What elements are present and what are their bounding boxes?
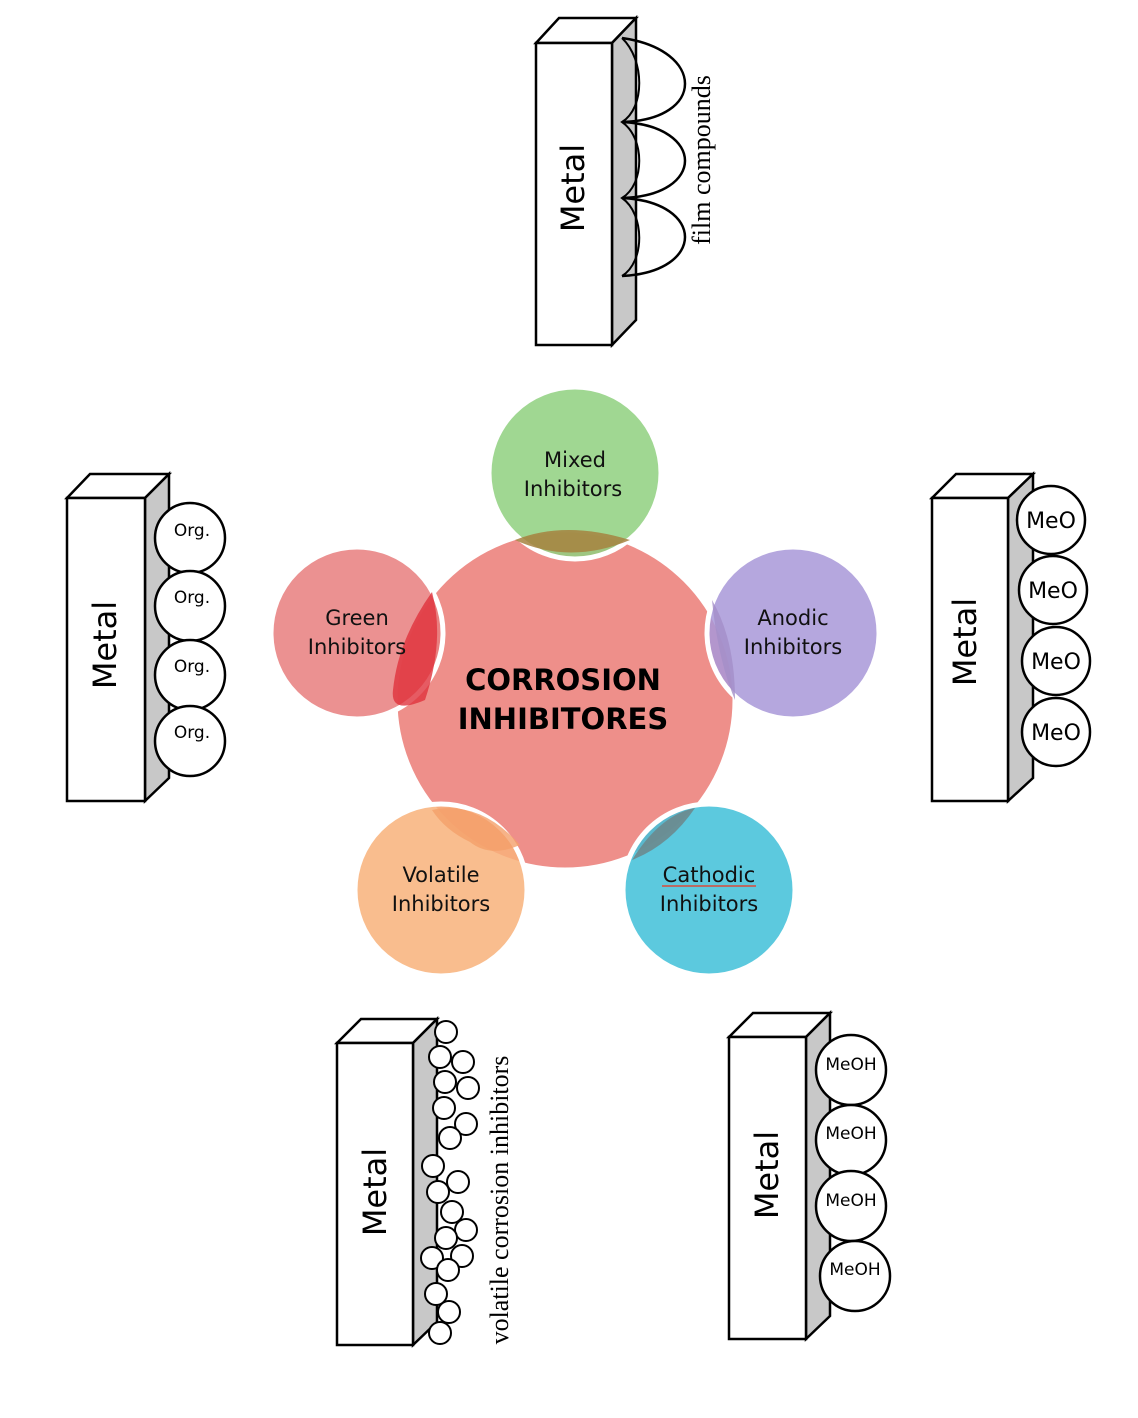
volatile-molecule [420, 1246, 444, 1270]
metal-block-front-face [930, 496, 1010, 803]
mixed-label-line2: Inhibitors [524, 477, 622, 501]
volatile-molecule [446, 1170, 470, 1194]
org-particle-label: Org. [174, 723, 210, 743]
metal-label-bottom-left: Metal [356, 1148, 394, 1236]
center-title-line2: INHIBITORES [458, 702, 668, 736]
cathodic-circle [620, 801, 798, 979]
volatile-molecule [454, 1112, 478, 1136]
green-overlap [392, 592, 438, 706]
mixed-overlap [515, 530, 630, 553]
volatile-molecule [424, 1282, 448, 1306]
meo-particle-label: MeO [1026, 509, 1076, 534]
mixed-label-line1: Mixed [544, 448, 606, 472]
volatile-molecule [433, 1070, 457, 1094]
volatile-molecule [450, 1244, 474, 1268]
org-particle-label: Org. [174, 588, 210, 608]
volatile-molecule [426, 1180, 450, 1204]
green-label-line2: Inhibitors [308, 635, 406, 659]
meoh-particle-label: MeOH [825, 1124, 876, 1144]
metal-block-front-face [534, 41, 614, 347]
metal-label-top: Metal [554, 144, 592, 232]
anodic-label-line2: Inhibitors [744, 635, 842, 659]
volatile-molecule [454, 1218, 478, 1242]
meoh-particle-label: MeOH [825, 1055, 876, 1075]
center-title-line1: CORROSION [465, 663, 661, 697]
metal-block-front-face [65, 496, 147, 803]
meoh-particle-label: MeOH [825, 1191, 876, 1211]
meo-particle-label: MeO [1031, 650, 1081, 675]
cathodic-label-line2: Inhibitors [660, 892, 758, 916]
panel-organic: Metal Org. Org. Org. Org. [64, 470, 227, 804]
film-compounds-annotation: film compounds [687, 75, 716, 245]
volatile-molecule [434, 1226, 458, 1250]
anodic-label-line1: Anodic [757, 606, 828, 630]
meo-particle [1017, 554, 1089, 626]
volatile-molecule [436, 1258, 460, 1282]
volatile-molecule [437, 1300, 461, 1324]
meo-particle [1020, 696, 1092, 768]
org-particle-label: Org. [174, 521, 210, 541]
org-particle-label: Org. [174, 657, 210, 677]
volatile-molecule [434, 1020, 458, 1044]
meoh-particle [818, 1239, 892, 1313]
metal-label-left: Metal [86, 601, 124, 689]
film-compound-shape [621, 36, 687, 278]
volatile-molecule [421, 1154, 445, 1178]
volatile-label-line2: Inhibitors [392, 892, 490, 916]
metal-block-front-face [727, 1035, 808, 1341]
metal-label-bottom-right: Metal [748, 1131, 786, 1219]
volatile-molecule [428, 1045, 452, 1069]
metal-block-side-face [610, 14, 638, 349]
org-particle [153, 704, 227, 778]
meo-particle [1015, 484, 1087, 556]
cathodic-label-line1: Cathodic [663, 863, 756, 887]
green-label-line1: Green [325, 606, 389, 630]
meo-particle-label: MeO [1028, 579, 1078, 604]
center-cluster: CORROSION INHIBITORES Mixed Inhibitors A… [268, 384, 882, 979]
meo-particle-label: MeO [1031, 721, 1081, 746]
cathodic-overlap [632, 808, 695, 860]
volatile-molecule [456, 1076, 480, 1100]
metal-label-right: Metal [946, 598, 984, 686]
panel-film: Metal film compounds [533, 14, 716, 349]
anodic-overlap [712, 600, 735, 700]
panel-meo: Metal MeO MeO MeO MeO [928, 471, 1092, 804]
metal-block-front-face [335, 1041, 415, 1347]
volatile-molecules [420, 1020, 480, 1345]
volatile-molecule [428, 1321, 452, 1345]
volatile-label-line1: Volatile [402, 863, 479, 887]
volatile-overlap [432, 808, 520, 851]
panel-meoh: Metal MeOH MeOH MeOH MeOH [725, 1009, 892, 1342]
volatile-molecule [438, 1126, 462, 1150]
meoh-particle-label: MeOH [829, 1260, 880, 1280]
volatile-molecule [440, 1200, 464, 1224]
volatile-molecule [432, 1096, 456, 1120]
volatile-annotation: volatile corrosion inhibitors [485, 1056, 514, 1345]
anodic-circle [704, 544, 882, 722]
volatile-molecule [451, 1050, 475, 1074]
panel-volatile: Metal volatile corrosion inhibitors [333, 1015, 514, 1348]
mixed-circle [486, 384, 664, 562]
film-compound-inner [620, 37, 641, 277]
meo-particle [1020, 625, 1092, 697]
